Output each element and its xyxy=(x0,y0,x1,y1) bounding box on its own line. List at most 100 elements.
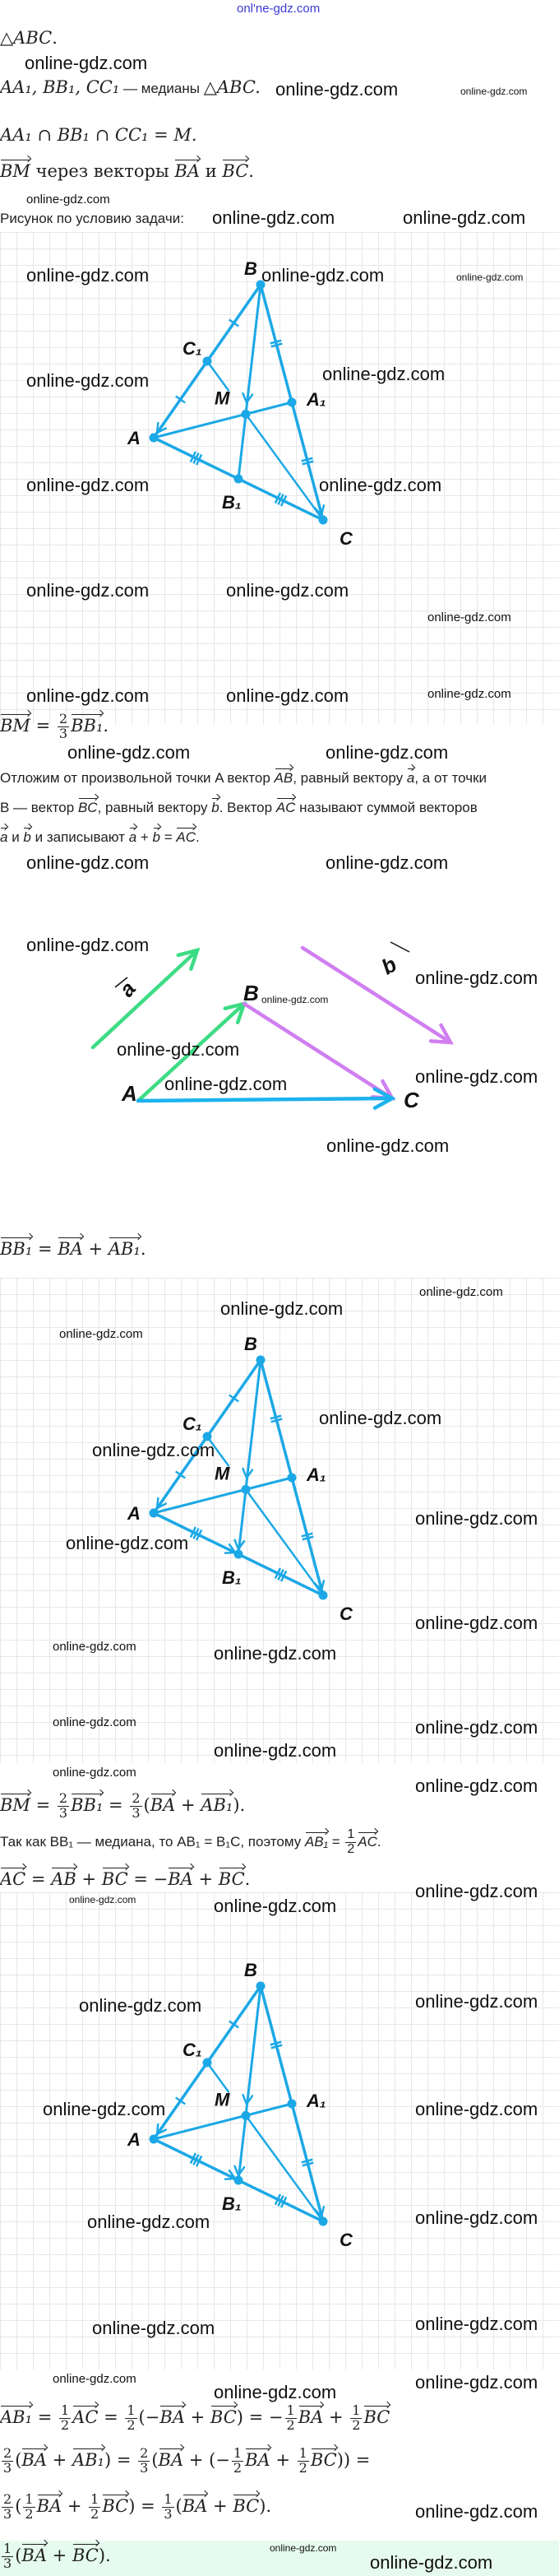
tick-mark xyxy=(280,1570,288,1582)
label-c1: C₁ xyxy=(182,2040,202,2060)
point-a1 xyxy=(287,2099,297,2109)
vector: AB xyxy=(275,765,293,787)
label-a1: A₁ xyxy=(306,2091,326,2111)
watermark: online-gdz.com xyxy=(319,1408,442,1428)
tick-mark xyxy=(189,451,197,463)
tick-mark xyxy=(274,1567,282,1580)
point-a1 xyxy=(287,397,297,407)
vector: BA xyxy=(21,2541,47,2565)
vector: b xyxy=(153,824,160,846)
vector: AC xyxy=(176,824,196,846)
watermark: online-gdz.com xyxy=(415,968,538,988)
tick-mark xyxy=(302,1535,314,1541)
tick-mark xyxy=(192,1528,200,1539)
vector: AC xyxy=(72,2402,98,2427)
vector: BC xyxy=(210,2402,237,2427)
arrow-bm xyxy=(242,2093,254,2106)
point-c xyxy=(318,2216,328,2226)
vector-bc xyxy=(242,1001,395,1101)
watermark: online-gdz.com xyxy=(214,2382,337,2402)
median-cc1-part xyxy=(206,1435,230,1467)
watermark: online-gdz.com xyxy=(214,1896,337,1916)
vector: BA xyxy=(37,2491,62,2516)
point-a xyxy=(149,2134,159,2144)
watermark: online-gdz.com xyxy=(26,935,150,955)
tick-mark xyxy=(189,2152,197,2165)
tick-mark xyxy=(270,1418,283,1423)
watermark: online-gdz.com xyxy=(220,1298,344,1319)
vector: BC xyxy=(233,2491,259,2516)
tick-mark xyxy=(301,2158,313,2164)
tick-mark xyxy=(280,2196,288,2208)
tick-mark xyxy=(277,494,284,505)
point-m xyxy=(241,1484,251,1494)
label-a: A xyxy=(127,428,141,448)
given-intersection: AA₁ ∩ BB₁ ∩ CC₁ = M. xyxy=(0,125,197,145)
vector: BM xyxy=(0,711,30,736)
given-medians: AA₁, BB₁, CC₁ — медианы △ABC. xyxy=(0,77,261,97)
label-vector-b: b xyxy=(377,952,401,980)
point-b1 xyxy=(233,2175,243,2185)
vector: BA xyxy=(298,2402,323,2427)
label-c: C xyxy=(340,2230,353,2250)
watermark: online-gdz.com xyxy=(427,610,511,624)
watermark: online-gdz.com xyxy=(26,580,150,601)
tick-mark xyxy=(175,2096,186,2105)
watermark: online-gdz.com xyxy=(419,1285,503,1299)
arrow-over-b xyxy=(390,941,410,953)
point-c xyxy=(318,515,328,525)
watermark: online-gdz.com xyxy=(26,265,150,285)
tick-mark xyxy=(229,318,239,327)
vector: AB₁ xyxy=(72,2445,104,2470)
tick-mark xyxy=(301,457,313,462)
paragraph-line-3: a и b и записывают a + b = AC. xyxy=(0,824,200,846)
median-cc1 xyxy=(244,413,325,522)
tick-mark xyxy=(277,1569,284,1580)
watermark: online-gdz.com xyxy=(26,685,150,706)
median-cc1-part xyxy=(206,2061,230,2093)
label-b1: B₁ xyxy=(222,492,242,513)
step-median-reason: Так как BB₁ — медиана, то AB₁ = B₁C, поэ… xyxy=(0,1827,381,1856)
watermark: online-gdz.com xyxy=(53,2372,136,2386)
median-aa1 xyxy=(152,2102,293,2141)
point-b1 xyxy=(233,474,243,484)
vector: AC xyxy=(0,1864,25,1889)
watermark: online-gdz.com xyxy=(403,207,526,228)
vector: BB₁ xyxy=(0,1234,32,1259)
point-b xyxy=(256,1981,266,1991)
tick-mark xyxy=(270,2044,283,2049)
label-b: B xyxy=(244,1960,257,1980)
point-a xyxy=(149,1508,159,1518)
label-a1: A₁ xyxy=(306,389,326,410)
label-a: A xyxy=(127,1503,141,1524)
watermark: online-gdz.com xyxy=(415,1775,538,1796)
label-b: B xyxy=(243,981,259,1005)
arrow-ba xyxy=(155,1497,168,1511)
watermark: online-gdz.com xyxy=(415,2099,538,2119)
tick-mark xyxy=(301,1532,313,1538)
vector-a-head xyxy=(176,947,201,972)
tick-mark xyxy=(270,2040,282,2046)
watermark: online-gdz.com xyxy=(25,53,148,73)
vector: AB₁ xyxy=(109,1234,141,1259)
tick-mark xyxy=(195,453,203,466)
arrow-bm xyxy=(242,1467,254,1480)
arrow-bc xyxy=(313,1580,326,1593)
vector: AB₁ xyxy=(0,2402,32,2427)
watermark: online-gdz.com xyxy=(326,742,449,763)
tick-mark xyxy=(229,2020,239,2029)
vector: BC xyxy=(363,2402,390,2427)
vector: BA xyxy=(150,1790,175,1815)
point-c1 xyxy=(202,1432,212,1441)
